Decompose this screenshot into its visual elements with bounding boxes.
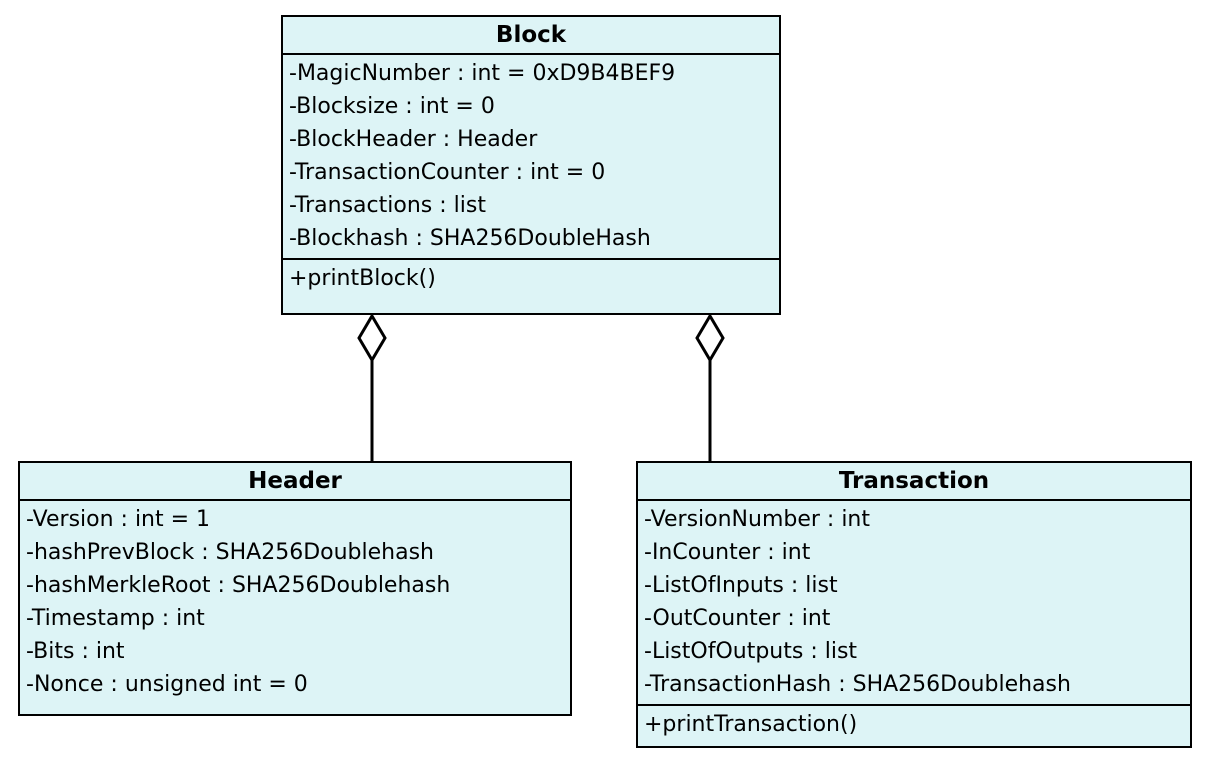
class-name-block: Block (283, 17, 779, 55)
attribute-row: -MagicNumber : int = 0xD9B4BEF9 (289, 61, 676, 86)
attributes-compartment-transaction: -VersionNumber : int -InCounter : int -L… (638, 501, 1190, 704)
class-name-header: Header (20, 463, 570, 501)
attribute-row: -hashMerkleRoot : SHA256Doublehash (26, 573, 451, 598)
attribute-row: -Nonce : unsigned int = 0 (26, 672, 308, 697)
hollow-diamond-icon (695, 313, 725, 363)
attribute-row: -TransactionCounter : int = 0 (289, 160, 606, 185)
attribute-row: -TransactionHash : SHA256Doublehash (644, 672, 1071, 697)
attributes-compartment-block: -MagicNumber : int = 0xD9B4BEF9 -Blocksi… (283, 55, 779, 258)
methods-compartment-transaction: +printTransaction() (638, 704, 1190, 744)
uml-class-header[interactable]: Header -Version : int = 1 -hashPrevBlock… (18, 461, 572, 716)
attribute-row: -ListOfInputs : list (644, 573, 838, 598)
attribute-row: -Timestamp : int (26, 606, 205, 631)
uml-class-block[interactable]: Block -MagicNumber : int = 0xD9B4BEF9 -B… (281, 15, 781, 315)
uml-class-transaction[interactable]: Transaction -VersionNumber : int -InCoun… (636, 461, 1192, 748)
hollow-diamond-icon (357, 313, 387, 363)
aggregation-block-transaction (695, 313, 725, 461)
attribute-row: -ListOfOutputs : list (644, 639, 858, 664)
class-name-transaction: Transaction (638, 463, 1190, 501)
methods-compartment-block: +printBlock() (283, 258, 779, 298)
attribute-row: -Blocksize : int = 0 (289, 94, 495, 119)
attribute-row: -OutCounter : int (644, 606, 831, 631)
attribute-row: -hashPrevBlock : SHA256Doublehash (26, 540, 434, 565)
attribute-row: -VersionNumber : int (644, 507, 871, 532)
attribute-row: -Transactions : list (289, 193, 486, 218)
aggregation-block-header (357, 313, 387, 461)
attributes-compartment-header: -Version : int = 1 -hashPrevBlock : SHA2… (20, 501, 570, 704)
attribute-row: -Blockhash : SHA256DoubleHash (289, 226, 651, 251)
attribute-row: -Version : int = 1 (26, 507, 211, 532)
attribute-row: -Bits : int (26, 639, 125, 664)
attribute-row: -InCounter : int (644, 540, 811, 565)
method-row: +printTransaction() (644, 712, 858, 737)
attribute-row: -BlockHeader : Header (289, 127, 538, 152)
method-row: +printBlock() (289, 266, 436, 291)
